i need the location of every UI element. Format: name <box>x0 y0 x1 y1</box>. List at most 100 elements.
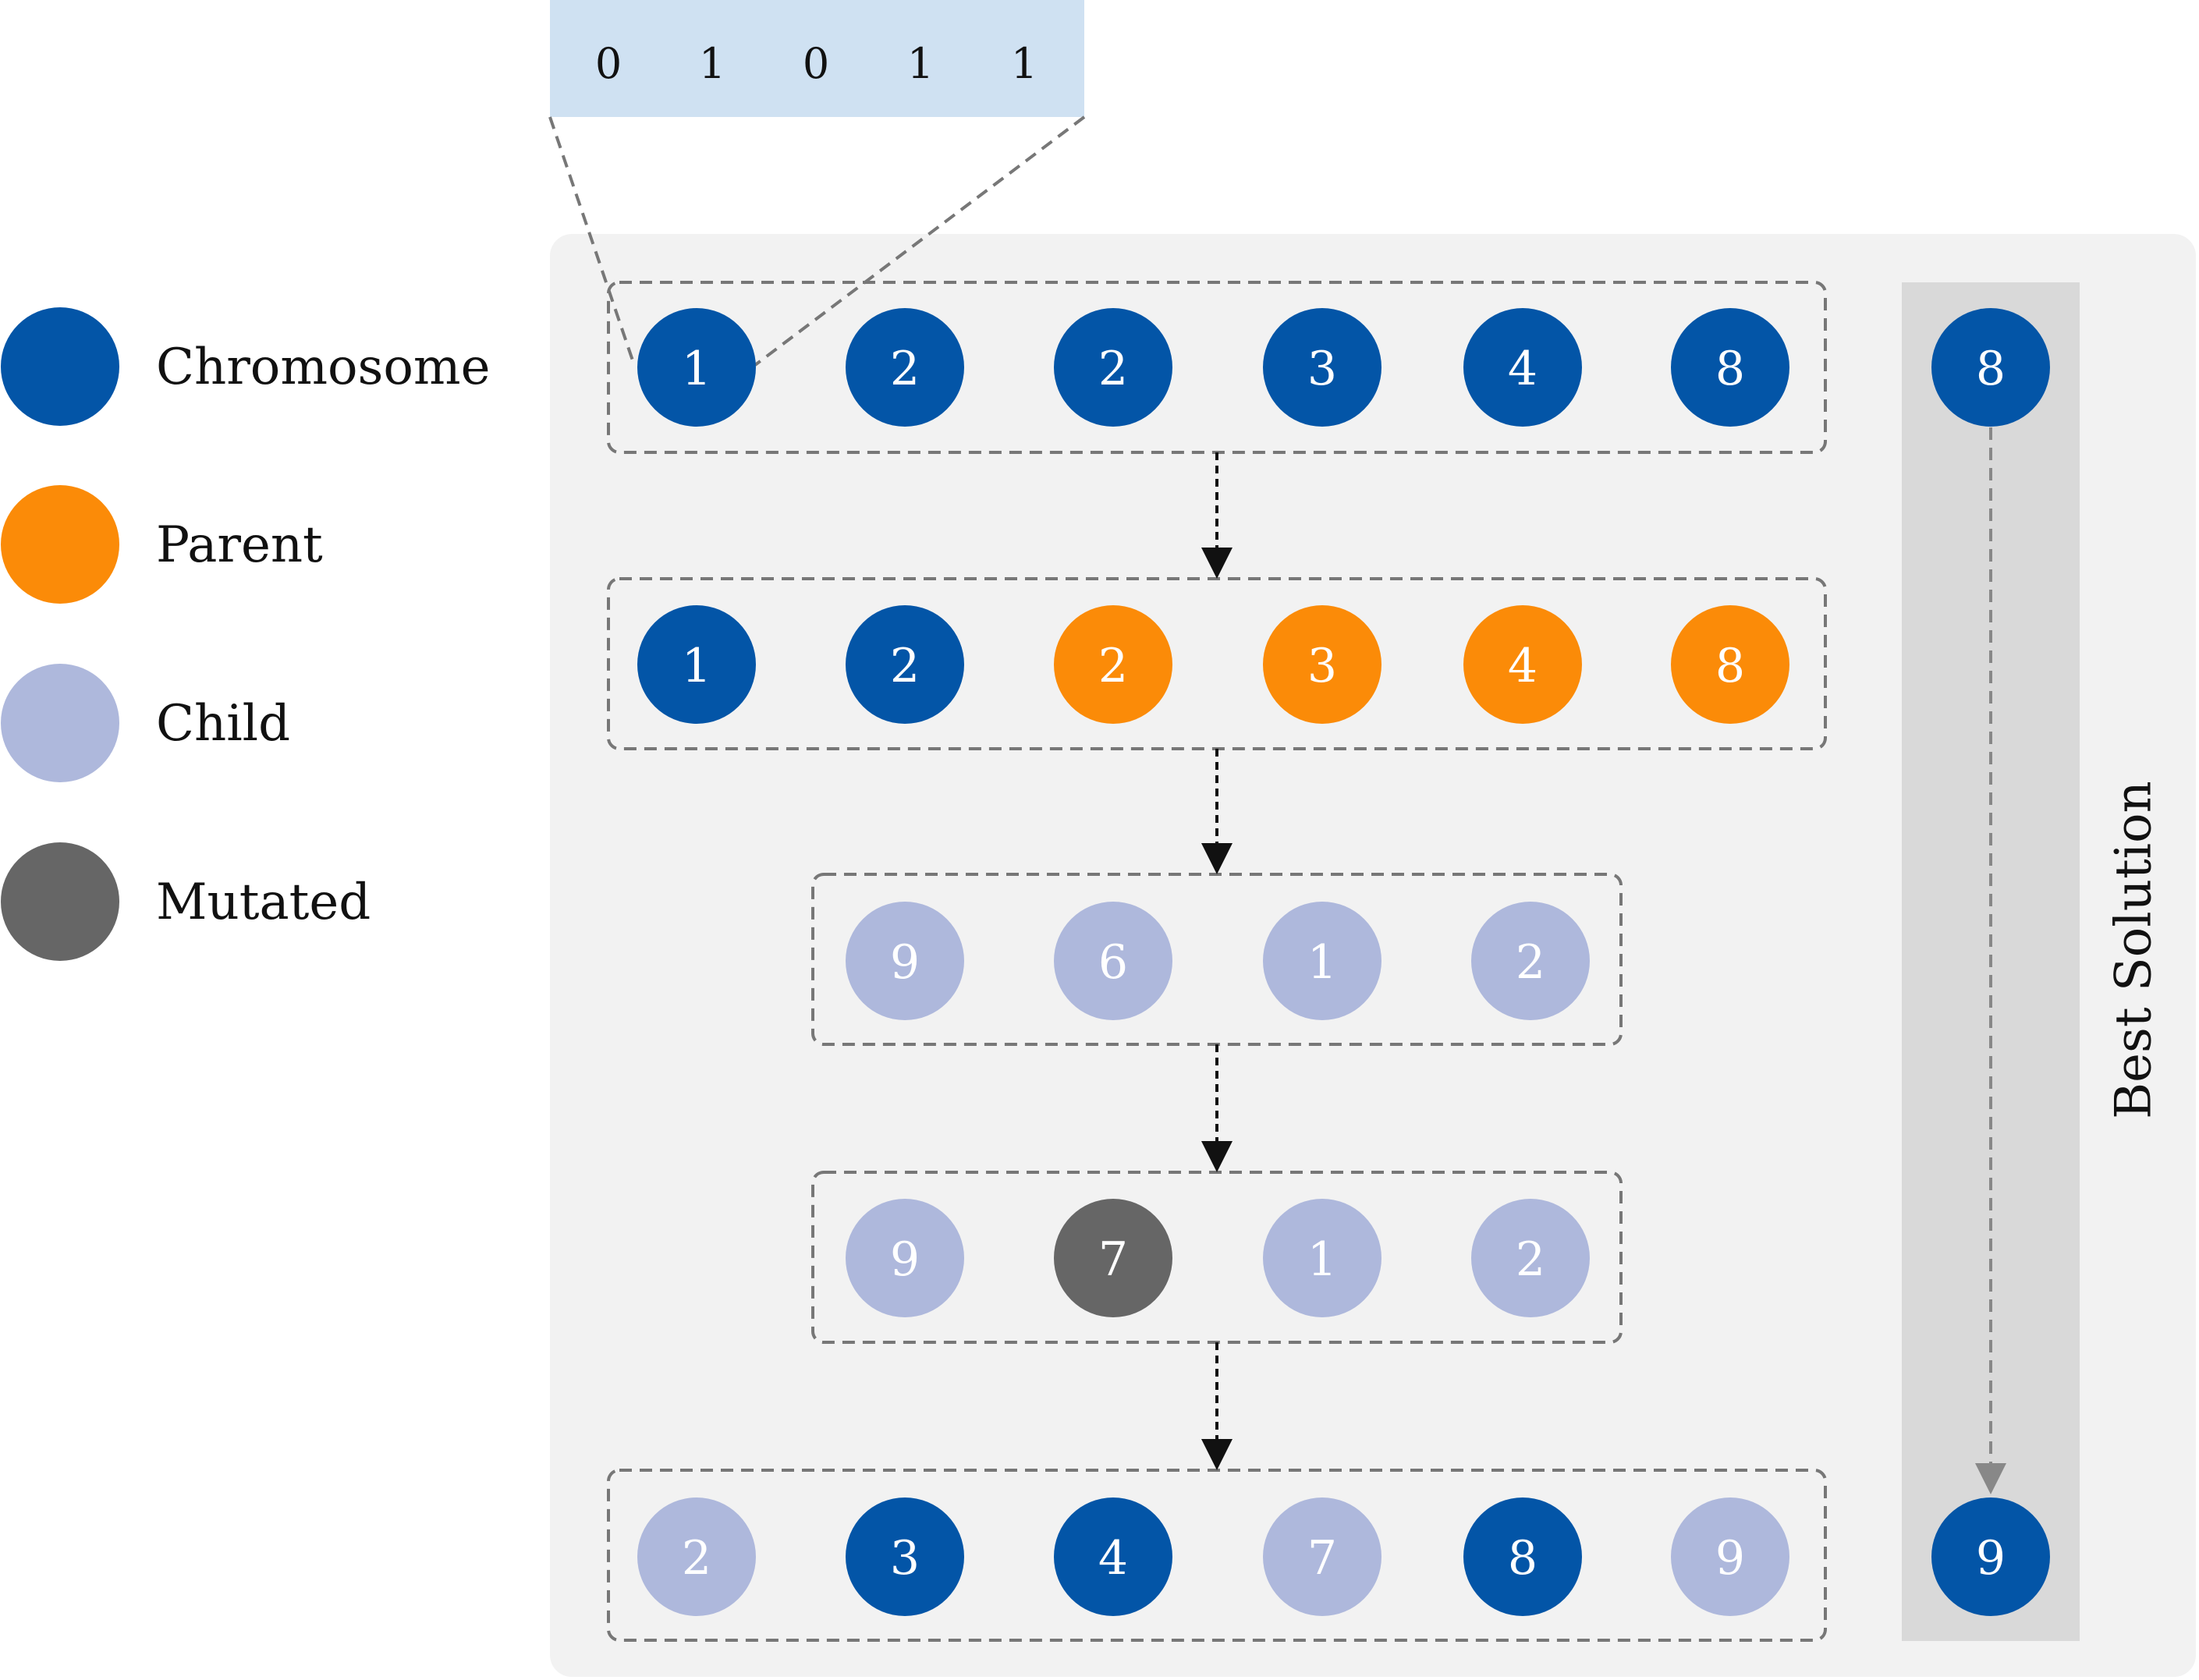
gene-value: 3 <box>1307 342 1337 396</box>
gene-value: 8 <box>1976 342 2006 396</box>
gene-circle <box>1463 1497 1582 1616</box>
binary-encoding-box <box>550 0 1084 117</box>
binary-digit: 1 <box>1011 39 1037 88</box>
gene-value: 1 <box>1307 1232 1337 1287</box>
gene-parent: 8 <box>1671 605 1789 724</box>
gene-value: 6 <box>1098 935 1128 990</box>
zoom-line-left <box>548 116 635 363</box>
best-solution-start-gene: 8 <box>1931 308 2050 427</box>
row-next-generation: 2 3 4 7 8 9 <box>637 1497 1789 1616</box>
best-solution-end-gene: 9 <box>1931 1497 2050 1616</box>
gene-circle <box>1931 308 2050 427</box>
gene-child: 2 <box>1471 902 1590 1020</box>
gene-circle <box>1263 605 1381 724</box>
gene-value: 2 <box>890 342 920 396</box>
gene-circle <box>846 1497 964 1616</box>
gene-value: 2 <box>682 1531 711 1586</box>
gene-value: 7 <box>1098 1232 1128 1287</box>
gene-value: 8 <box>1715 342 1745 396</box>
row-mutation: 9 7 1 2 <box>846 1199 1590 1317</box>
gene-value: 1 <box>682 342 711 396</box>
binary-digit: 1 <box>907 39 934 88</box>
gene-circle <box>1463 308 1582 427</box>
gene-value: 8 <box>1508 1531 1538 1586</box>
gene-child: 6 <box>1054 902 1172 1020</box>
gene-circle <box>1263 1497 1381 1616</box>
gene-child: 2 <box>1471 1199 1590 1317</box>
row-crossover: 9 6 1 2 <box>846 902 1590 1020</box>
gene-chromosome: 1 <box>637 308 756 427</box>
gene-chromosome: 1 <box>637 605 756 724</box>
legend-swatch <box>1 307 119 426</box>
legend-label: Child <box>156 695 290 753</box>
binary-digit: 1 <box>699 39 725 88</box>
best-solution-label: Best Solution <box>2105 781 2163 1119</box>
gene-child: 9 <box>846 902 964 1020</box>
gene-circle <box>846 1199 964 1317</box>
gene-parent: 3 <box>1263 605 1381 724</box>
gene-value: 2 <box>1098 639 1128 693</box>
gene-value: 4 <box>1508 342 1538 396</box>
gene-value: 1 <box>1307 935 1337 990</box>
gene-child: 7 <box>1263 1497 1381 1616</box>
gene-circle <box>1263 308 1381 427</box>
gene-circle <box>1054 308 1172 427</box>
gene-child: 1 <box>1263 1199 1381 1317</box>
gene-circle <box>637 605 756 724</box>
gene-parent: 2 <box>1054 605 1172 724</box>
gene-chromosome: 4 <box>1463 308 1582 427</box>
gene-value: 9 <box>890 935 920 990</box>
gene-value: 9 <box>890 1232 920 1287</box>
gene-child: 9 <box>1671 1497 1789 1616</box>
gene-value: 1 <box>682 639 711 693</box>
legend-item-mutated: Mutated <box>1 842 371 961</box>
gene-circle <box>637 308 756 427</box>
gene-chromosome: 8 <box>1463 1497 1582 1616</box>
gene-chromosome: 2 <box>846 605 964 724</box>
gene-child: 9 <box>846 1199 964 1317</box>
gene-circle <box>1263 902 1381 1020</box>
legend-label: Chromosome <box>156 338 490 396</box>
legend-item-parent: Parent <box>1 485 323 604</box>
gene-value: 9 <box>1715 1531 1745 1586</box>
gene-circle <box>1263 1199 1381 1317</box>
gene-circle <box>637 1497 756 1616</box>
gene-chromosome: 4 <box>1054 1497 1172 1616</box>
gene-child: 1 <box>1263 902 1381 1020</box>
gene-chromosome: 3 <box>846 1497 964 1616</box>
gene-value: 2 <box>1516 935 1545 990</box>
gene-value: 2 <box>890 639 920 693</box>
gene-value: 9 <box>1976 1531 2006 1586</box>
gene-circle <box>1054 1497 1172 1616</box>
legend-item-child: Child <box>1 664 290 782</box>
gene-value: 2 <box>1516 1232 1545 1287</box>
gene-chromosome: 3 <box>1263 308 1381 427</box>
binary-digit: 0 <box>803 39 829 88</box>
gene-value: 4 <box>1098 1531 1128 1586</box>
gene-value: 7 <box>1307 1531 1337 1586</box>
gene-circle <box>1463 605 1582 724</box>
gene-value: 3 <box>1307 639 1337 693</box>
gene-value: 4 <box>1508 639 1538 693</box>
legend-item-chromosome: Chromosome <box>1 307 490 426</box>
gene-chromosome: 2 <box>1054 308 1172 427</box>
legend-swatch <box>1 664 119 782</box>
legend-swatch <box>1 842 119 961</box>
gene-chromosome: 2 <box>846 308 964 427</box>
zoom-line-right <box>754 115 1086 367</box>
gene-circle <box>1471 1199 1590 1317</box>
gene-parent: 4 <box>1463 605 1582 724</box>
gene-child: 2 <box>637 1497 756 1616</box>
gene-circle <box>846 308 964 427</box>
row-selection: 1 2 2 3 4 8 <box>637 605 1789 724</box>
gene-circle <box>1931 1497 2050 1616</box>
row-population: 1 2 2 3 4 8 <box>637 308 1789 427</box>
best-solution-genes: 89 <box>1931 308 2050 1616</box>
gene-circle <box>1671 1497 1789 1616</box>
gene-value: 8 <box>1715 639 1745 693</box>
gene-circle <box>1054 902 1172 1020</box>
